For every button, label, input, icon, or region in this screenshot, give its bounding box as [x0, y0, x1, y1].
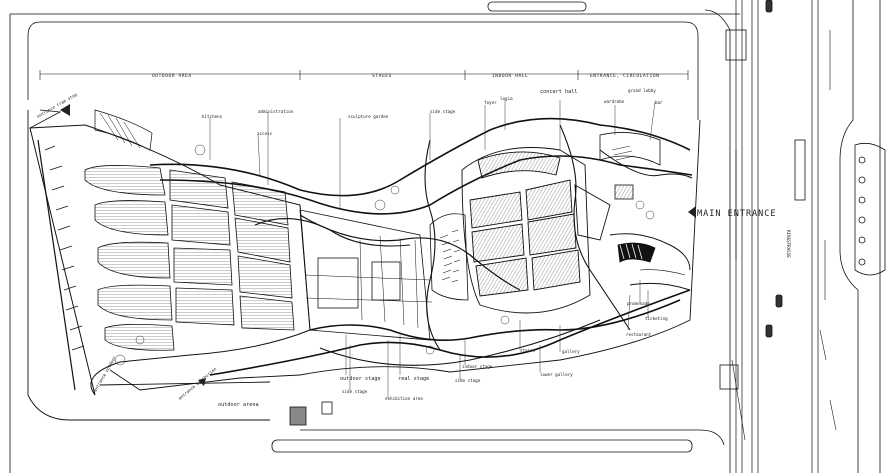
- indoor-stage: [429, 213, 469, 301]
- stages-area: [299, 209, 433, 341]
- label-outdoor-stage: outdoor stage: [340, 376, 381, 382]
- label-sculpture-garden: sculpture garden: [348, 114, 389, 119]
- label-bar: bar: [655, 100, 663, 105]
- zone-label-entrance: ENTRANCE, CIRCULATION: [590, 73, 660, 79]
- label-ticketing: ticketing: [645, 316, 668, 321]
- label-stairs: stairs: [520, 348, 536, 353]
- entrance-lobby: [599, 132, 686, 276]
- arrow-icon: [60, 104, 70, 116]
- label-side-stage-2: side stage: [455, 378, 481, 383]
- outdoor-seating: [84, 165, 295, 351]
- label-promenade: promenade: [627, 301, 650, 306]
- label-logia: logia: [500, 96, 513, 101]
- label-indoor-stage: indoor stage: [462, 364, 493, 369]
- label-kitchens: kitchens: [202, 114, 223, 119]
- arrow-icon: [688, 206, 696, 218]
- label-entrance-tram: entrance tram stop: [36, 92, 78, 119]
- label-access: access: [257, 131, 273, 136]
- outdoor-fan: [29, 109, 311, 396]
- plot-outline: [27, 110, 701, 421]
- arrow-icon: [198, 378, 206, 386]
- label-gallery: gallery: [562, 349, 580, 354]
- label-side-stage-1: side stage: [342, 389, 368, 394]
- label-foyer: foyer: [484, 100, 497, 105]
- entrance-arrows: [60, 104, 696, 386]
- zone-label-stages: STAGES: [372, 73, 392, 79]
- concert-hall: [461, 147, 611, 314]
- label-restaurant: restaurant: [626, 332, 652, 337]
- label-concert-hall: concert hall: [540, 89, 577, 95]
- leader-lines: [209, 100, 656, 398]
- trees: [114, 144, 655, 366]
- label-real-stage: real stage: [398, 376, 429, 382]
- label-wardrobe: wardrobe: [604, 99, 625, 104]
- zone-label-indoor: INDOOR HALL: [492, 73, 528, 79]
- site-context: [9, 0, 886, 473]
- street-name-label: RINGSTRASSE: [786, 230, 791, 258]
- zone-label-outdoor: OUTDOOR AREA: [152, 73, 192, 79]
- label-exhibition-area: exhibition area: [385, 396, 423, 401]
- label-administration: administration: [258, 109, 294, 114]
- label-side-stage-3: side stage: [430, 109, 456, 114]
- main-entrance-label: MAIN ENTRANCE: [697, 209, 777, 219]
- zone-dimension-line: [39, 70, 689, 80]
- label-outdoor-arena: outdoor arena: [218, 402, 259, 408]
- label-lower-gallery: lower gallery: [540, 372, 573, 377]
- label-grand-lobby: grand lobby: [628, 88, 656, 93]
